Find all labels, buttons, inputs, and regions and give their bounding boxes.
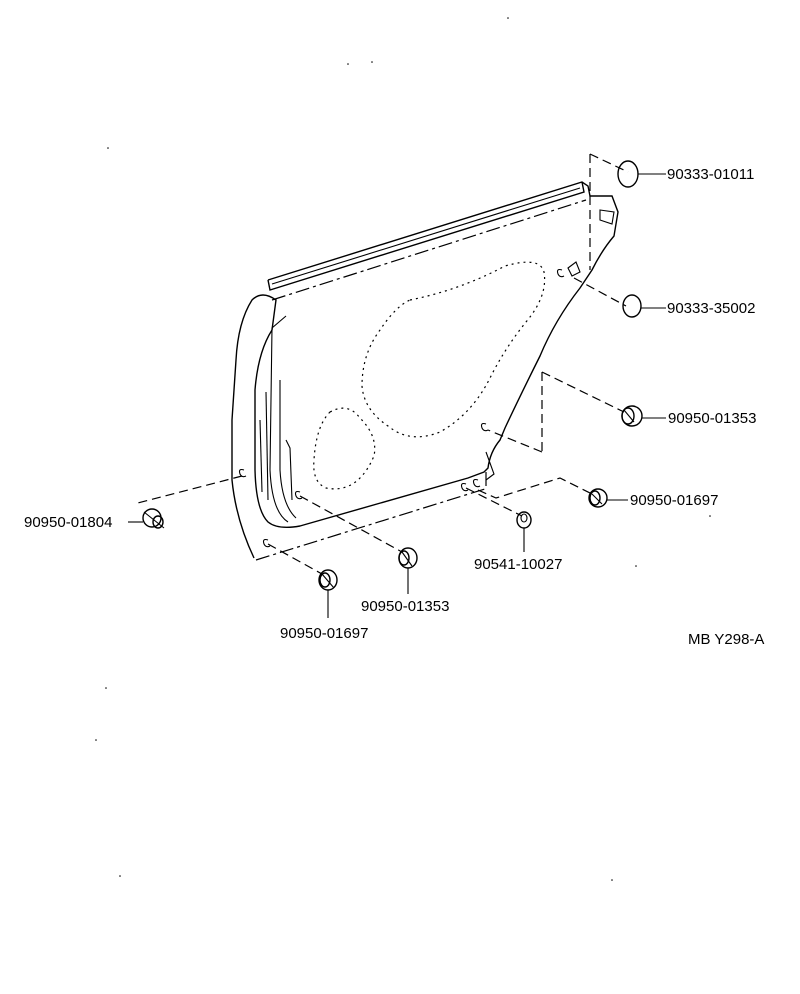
- part-number-label: 90950-01353: [361, 598, 449, 615]
- figure-code: MB Y298-A: [688, 631, 764, 648]
- part-number-label: 90541-10027: [474, 556, 562, 573]
- part-number-label: 90950-01353: [668, 410, 756, 427]
- part-number-label: 90333-35002: [667, 300, 755, 317]
- part-plug-icon: [622, 294, 642, 318]
- part-grommet-icon: [398, 547, 418, 569]
- part-clip-icon: [142, 508, 165, 529]
- part-number-label: 90950-01697: [630, 492, 718, 509]
- part-number-label: 90950-01697: [280, 625, 368, 642]
- scan-noise: [95, 17, 711, 881]
- part-number-label: 90950-01804: [24, 514, 112, 531]
- phantom-lines: [255, 199, 587, 561]
- part-number-label: 90333-01011: [667, 166, 754, 183]
- part-grommet-icon: [621, 405, 643, 427]
- part-grommet-icon: [588, 488, 608, 508]
- leader-lines: [133, 153, 629, 575]
- part-plug-icon: [617, 160, 639, 188]
- door-inner-panel: [231, 181, 619, 559]
- part-cushion-icon: [516, 511, 532, 529]
- label-leaders: [128, 173, 666, 618]
- part-grommet-icon: [318, 569, 338, 591]
